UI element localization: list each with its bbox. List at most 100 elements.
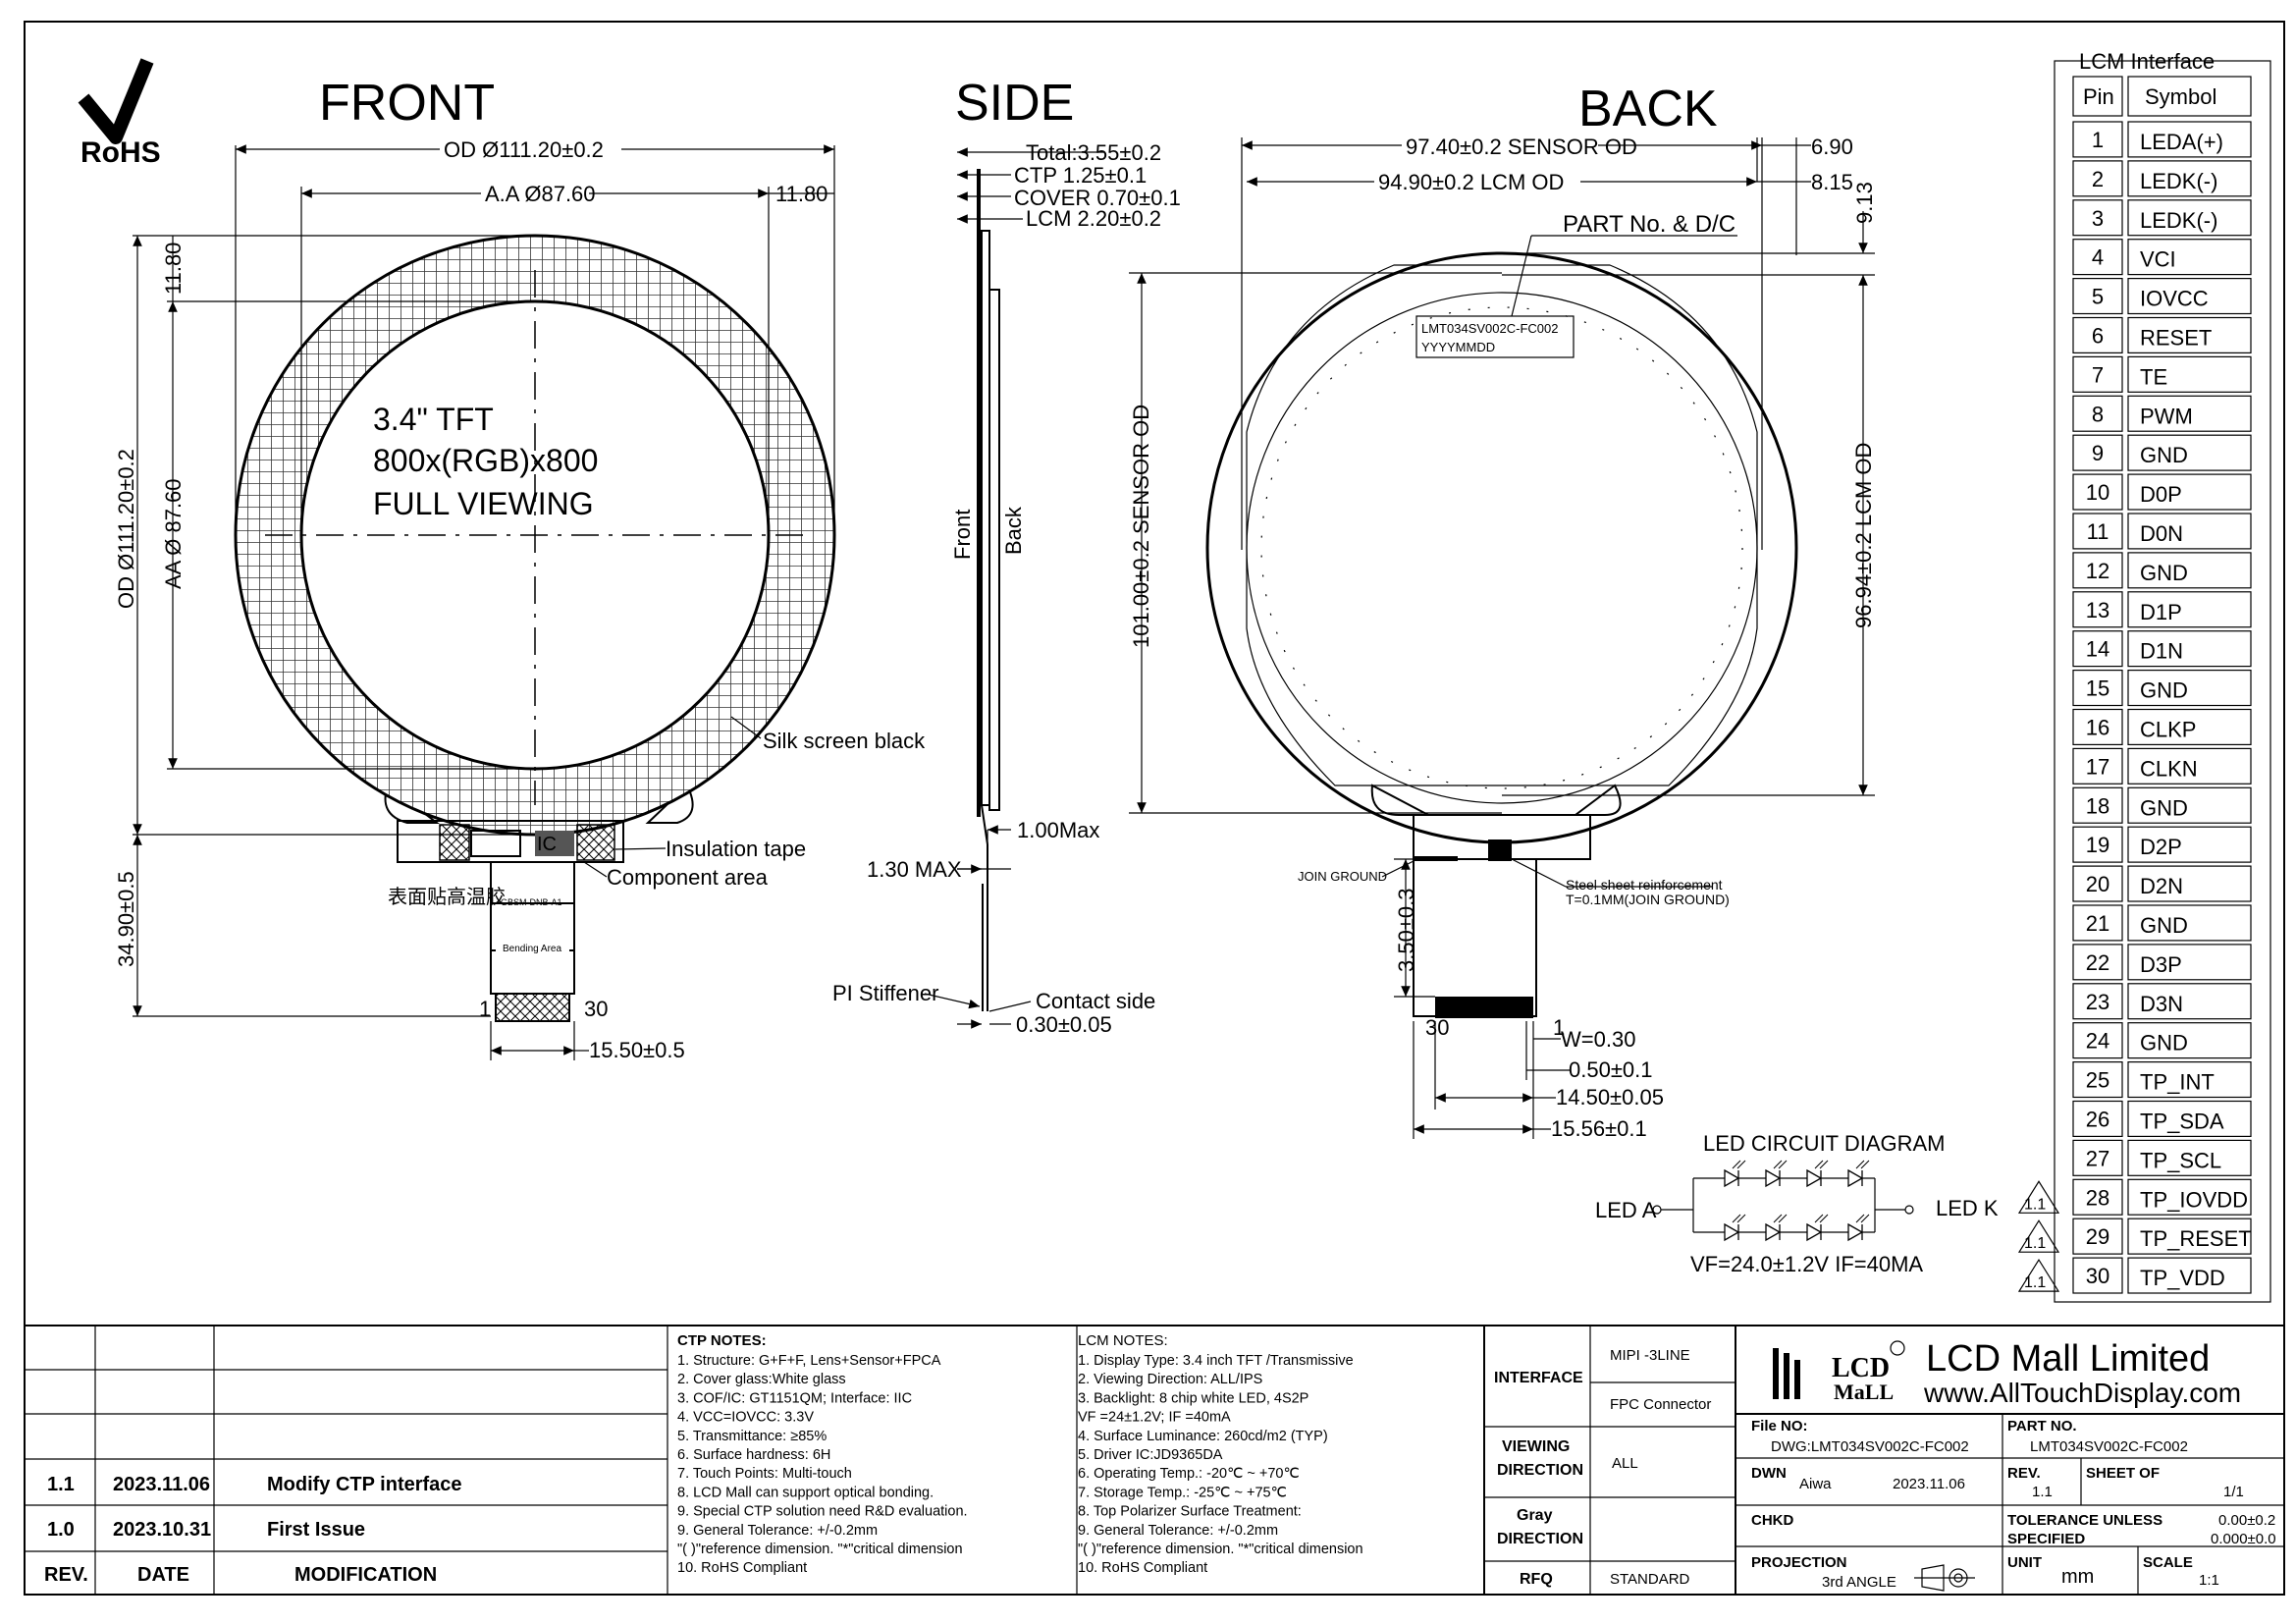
note-line: 6. Operating Temp.: -20℃ ~ +70℃ <box>1078 1466 1300 1482</box>
pin-number: 26 <box>2086 1108 2109 1132</box>
note-line: 9. General Tolerance: +/-0.2mm <box>1078 1523 1278 1539</box>
pin-symbol: GND <box>2140 678 2188 703</box>
led-k: LED K <box>1936 1196 1999 1220</box>
pin-symbol: GND <box>2140 1031 2188 1056</box>
back-label-part: LMT034SV002C-FC002 <box>1421 321 1558 336</box>
rev-value: 1.1 <box>2032 1484 2053 1500</box>
pin-number: 5 <box>2092 285 2104 309</box>
tol-value1: 0.00±0.2 <box>2218 1512 2275 1529</box>
led-diode-icon <box>1724 1168 1740 1188</box>
note-line: 7. Storage Temp.: -25℃ ~ +75℃ <box>1078 1485 1287 1500</box>
note-line: 1. Display Type: 3.4 inch TFT /Transmiss… <box>1078 1353 1354 1369</box>
spec-gray1: Gray <box>1517 1507 1553 1524</box>
pin-symbol: LEDK(-) <box>2140 208 2217 233</box>
back-dim-815: 8.15 <box>1811 170 1853 194</box>
front-border-left: 11.80 <box>161 243 186 295</box>
back-dim-1450: 14.50±0.05 <box>1556 1085 1664 1110</box>
pin-number: 23 <box>2086 990 2109 1014</box>
back-lcm-right: 96.94±0.2 LCM OD <box>1851 443 1876 628</box>
front-pin30: 30 <box>584 997 608 1021</box>
back-sensor-left: 101.00±0.2 SENSOR OD <box>1129 405 1153 648</box>
steel-thickness: T=0.1MM(JOIN GROUND) <box>1566 892 1730 907</box>
tol-label1: TOLERANCE UNLESS <box>2007 1512 2163 1529</box>
pin-symbol: TP_SCL <box>2140 1148 2221 1172</box>
company-logo: LCD MaLL <box>1773 1340 1905 1404</box>
revision-mark: 1.1 <box>2024 1235 2046 1252</box>
note-line: VF =24±1.2V; IF =40mA <box>1078 1410 1231 1426</box>
pin-symbol: CLKP <box>2140 718 2196 742</box>
led-diode-icon <box>1806 1168 1823 1188</box>
side-max130: 1.30 MAX <box>867 857 962 882</box>
bending-area-label: Bending Area <box>503 944 561 954</box>
pin-symbol: D3N <box>2140 992 2183 1016</box>
rev-label: REV. <box>2007 1465 2041 1482</box>
dwn-label: DWN <box>1751 1465 1787 1482</box>
front-aa-top: A.A Ø87.60 <box>485 182 596 206</box>
spec-mipi: MIPI -3LINE <box>1610 1347 1690 1364</box>
pin-number: 4 <box>2092 245 2104 270</box>
spec-viewing1: VIEWING <box>1502 1438 1570 1455</box>
back-pin30: 30 <box>1425 1015 1449 1040</box>
note-line: 3. COF/IC: GT1151QM; Interface: IIC <box>677 1390 912 1406</box>
note-line: 4. Surface Luminance: 260cd/m2 (TYP) <box>1078 1429 1328 1444</box>
note-line: 6. Surface hardness: 6H <box>677 1447 830 1463</box>
back-lcm-od: 94.90±0.2 LCM OD <box>1378 170 1564 194</box>
back-dim-690: 6.90 <box>1811 135 1853 159</box>
company-url: www.AllTouchDisplay.com <box>1923 1378 2241 1408</box>
pin-header: Pin <box>2083 84 2114 109</box>
pin-number: 7 <box>2092 362 2104 387</box>
note-line: "( )"reference dimension. "*"critical di… <box>677 1542 963 1557</box>
side-pi-stiffener: PI Stiffener <box>832 981 938 1005</box>
pin-number: 21 <box>2086 911 2109 936</box>
projection-symbol-icon <box>1914 1564 1975 1592</box>
pin-number: 2 <box>2092 167 2104 191</box>
pin-number: 10 <box>2086 480 2109 505</box>
pin-number: 1 <box>2092 128 2104 152</box>
pin-symbol: D2P <box>2140 835 2182 859</box>
spec-viewing2: DIRECTION <box>1497 1462 1583 1479</box>
pin-number: 11 <box>2087 519 2109 544</box>
side-thickness: 0.30±0.05 <box>1016 1012 1112 1037</box>
note-line: 7. Touch Points: Multi-touch <box>677 1466 852 1482</box>
sheet-label: SHEET OF <box>2086 1465 2160 1482</box>
back-partno-label: PART No. & D/C <box>1563 211 1735 238</box>
pin-symbol: PWM <box>2140 404 2193 428</box>
company-name: LCD Mall Limited <box>1926 1338 2210 1380</box>
revision-triangle-icon <box>2017 1219 2060 1253</box>
led-diode-icon <box>1765 1222 1782 1242</box>
spec-gray2: DIRECTION <box>1497 1531 1583 1547</box>
back-pin1: 1 <box>1553 1015 1565 1040</box>
pin-number: 22 <box>2086 950 2109 975</box>
back-dim-050: 0.50±0.1 <box>1569 1057 1652 1082</box>
rev-row-date: 2023.10.31 <box>113 1519 211 1541</box>
side-front-label: Front <box>950 510 975 560</box>
display-resolution: 800x(RGB)x800 <box>373 443 598 478</box>
rev-header: REV. <box>44 1564 88 1586</box>
join-ground: JOIN GROUND <box>1298 869 1387 884</box>
pin-number: 16 <box>2086 716 2109 740</box>
pin-number: 29 <box>2086 1224 2109 1249</box>
projection-value: 3rd ANGLE <box>1822 1574 1896 1591</box>
pin-number: 30 <box>2086 1264 2109 1288</box>
projection-label: PROJECTION <box>1751 1554 1847 1571</box>
rev-row-mod: Modify CTP interface <box>267 1474 462 1495</box>
ctp-notes-title: CTP NOTES: <box>677 1332 767 1349</box>
spec-all: ALL <box>1612 1455 1638 1472</box>
logo-text-mall: MaLL <box>1834 1380 1894 1404</box>
back-view: LMT034SV002C-FC002 YYYYMMDD PART No. & D… <box>1129 134 1877 1141</box>
spec-rfq: RFQ <box>1520 1571 1553 1588</box>
scale-label: SCALE <box>2143 1554 2193 1571</box>
back-title: BACK <box>1578 81 1718 137</box>
note-line: 5. Driver IC:JD9365DA <box>1078 1447 1223 1463</box>
pin-symbol: TP_VDD <box>2140 1266 2225 1290</box>
ic-label: IC <box>537 834 557 855</box>
note-line: 2. Cover glass:White glass <box>677 1372 846 1387</box>
pin-number: 24 <box>2086 1029 2109 1054</box>
spec-fpc: FPC Connector <box>1610 1396 1711 1413</box>
pin-symbol: TP_INT <box>2140 1070 2215 1095</box>
pin-number: 28 <box>2086 1185 2109 1210</box>
pin-number: 27 <box>2086 1146 2109 1170</box>
pin-symbol: LEDA(+) <box>2140 130 2223 154</box>
unit-value: mm <box>2061 1566 2094 1588</box>
